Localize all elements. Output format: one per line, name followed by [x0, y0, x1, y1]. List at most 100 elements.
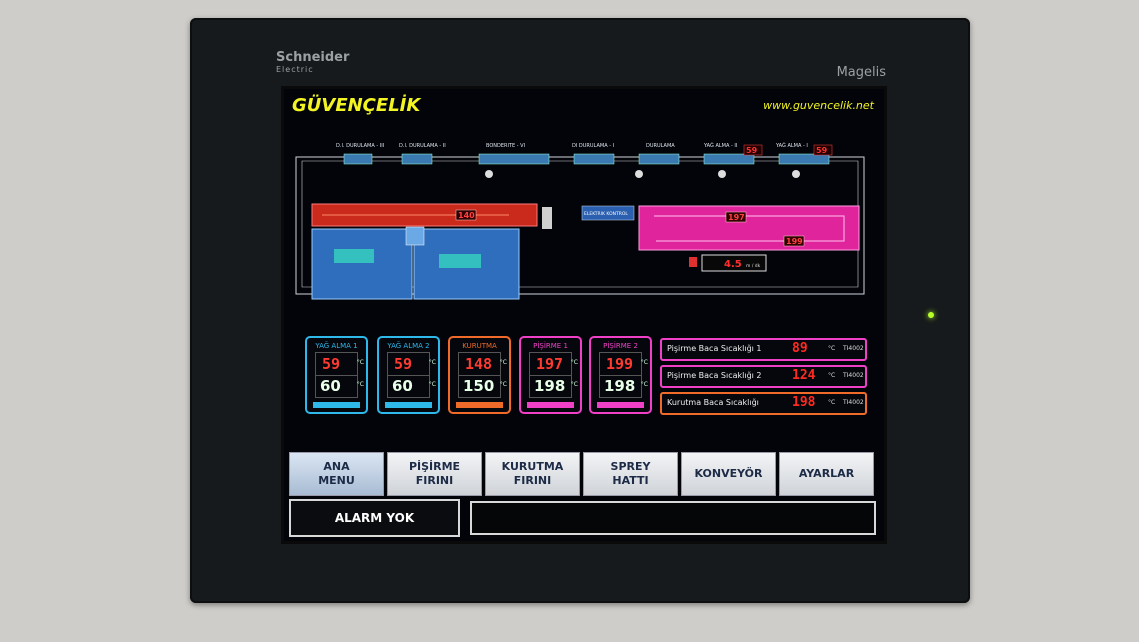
alarm-status[interactable]: ALARM YOK — [289, 499, 460, 537]
stack-temp-unit: °C — [828, 345, 836, 352]
line-label: YAĞ ALMA - I — [775, 142, 808, 149]
temp-box-yag-alma-1[interactable]: YAĞ ALMA 1 59 °C 60 °C — [305, 336, 368, 414]
temp-color-bar — [385, 402, 432, 408]
cabinet-icon — [542, 207, 552, 229]
actual-value: 60 — [392, 377, 413, 395]
pumps — [485, 170, 800, 178]
hmi-screen: GÜVENÇELİK www.guvencelik.net D.I. DURUL… — [281, 86, 887, 544]
temp-box-pisirme-2[interactable]: PİŞİRME 2 199 °C 198 °C — [589, 336, 652, 414]
conveyor-speed-box — [701, 254, 767, 272]
stack-temp-tag: TI4002 — [843, 345, 864, 352]
drying-oven-value: 140 — [458, 211, 475, 220]
actual-value: 60 — [320, 377, 341, 395]
unit-label: °C — [499, 381, 507, 388]
message-bar — [470, 501, 876, 535]
spray-gun-2 — [439, 254, 481, 268]
nav-button-line1: SPREY — [610, 460, 651, 473]
temp-box-pisirme-1[interactable]: PİŞİRME 1 197 °C 198 °C — [519, 336, 582, 414]
unit-label: °C — [356, 359, 364, 366]
setpoint-value: 59 — [394, 355, 413, 373]
tank-7 — [778, 153, 830, 165]
unit-label: °C — [570, 359, 578, 366]
tank-5 — [638, 153, 680, 165]
divider — [530, 375, 571, 376]
temp-box-label: PİŞİRME 2 — [603, 342, 638, 350]
booth-grid — [405, 226, 425, 246]
temp-box-label: PİŞİRME 1 — [533, 342, 568, 350]
spray-gun-1 — [334, 249, 374, 263]
nav-button-ayarlar[interactable]: AYARLAR — [779, 452, 874, 496]
stack-temp-unit: °C — [828, 399, 836, 406]
stack-temp-value: 124 — [792, 368, 816, 383]
temp-box-yag-alma-2[interactable]: YAĞ ALMA 2 59 °C 60 °C — [377, 336, 440, 414]
mini-readout-value: 59 — [746, 146, 758, 155]
stack-temp-value: 89 — [792, 341, 808, 356]
line-label: D.I. DURULAMA - II — [399, 143, 446, 149]
conveyor-speed-value: 4.5 — [724, 259, 742, 270]
electric-panel — [581, 205, 635, 221]
temp-box-label: KURUTMA — [462, 342, 497, 350]
line-label: D.I. DURULAMA - III — [336, 143, 384, 149]
divider — [600, 375, 641, 376]
curing-oven-value-top: 197 — [728, 213, 745, 222]
stack-temp-unit: °C — [828, 372, 836, 379]
stack-temp-label: Kurutma Baca Sıcaklığı — [667, 398, 759, 407]
nav-button-line1: PİŞİRME — [408, 460, 461, 473]
tank-4 — [573, 153, 615, 165]
stack-temp-tag: TI4002 — [843, 372, 864, 379]
pump-icon — [792, 170, 800, 178]
unit-label: °C — [428, 381, 436, 388]
line-label: BONDERITE - VI — [486, 143, 525, 149]
model-name: Magelis — [836, 65, 886, 80]
nav-button-line1: ANA — [323, 460, 350, 473]
stack-temp-pisirme-1[interactable]: Pişirme Baca Sıcaklığı 1 89 °C TI4002 — [660, 338, 867, 361]
line-labels: D.I. DURULAMA - III D.I. DURULAMA - II B… — [336, 142, 808, 149]
line-label: DURULAMA — [646, 143, 675, 149]
setpoint-value: 199 — [606, 355, 634, 373]
conveyor-speed-unit: m / dk — [746, 263, 761, 269]
temp-box-label: YAĞ ALMA 2 — [387, 342, 430, 350]
actual-value: 198 — [604, 377, 636, 395]
temp-color-bar — [527, 402, 574, 408]
electric-panel-label: ELEKTRIK KONTROL — [584, 211, 628, 217]
nav-button-line2: HATTI — [612, 474, 649, 487]
mini-readout — [743, 144, 763, 156]
tank-1 — [343, 153, 373, 165]
pump-icon — [718, 170, 726, 178]
unit-label: °C — [640, 359, 648, 366]
curing-oven-value-bottom: 199 — [786, 237, 803, 246]
curing-oven — [638, 205, 860, 251]
stack-temp-kurutma[interactable]: Kurutma Baca Sıcaklığı 198 °C TI4002 — [660, 392, 867, 415]
setpoint-value: 148 — [465, 355, 493, 373]
temp-box-kurutma[interactable]: KURUTMA 148 °C 150 °C — [448, 336, 511, 414]
stack-temp-tag: TI4002 — [843, 399, 864, 406]
oven-readout — [455, 209, 477, 221]
stack-temp-pisirme-2[interactable]: Pişirme Baca Sıcaklığı 2 124 °C TI4002 — [660, 365, 867, 388]
oven-readout — [783, 235, 805, 247]
temp-readout: 199 °C 198 °C — [599, 352, 648, 398]
temp-readout: 197 °C 198 °C — [529, 352, 578, 398]
brand-sub: Electric — [276, 65, 314, 74]
temp-box-label: YAĞ ALMA 1 — [315, 342, 358, 350]
website-label: www.guvencelik.net — [763, 99, 874, 112]
nav-button-line1: KURUTMA — [501, 460, 564, 473]
spray-booth-1 — [311, 228, 413, 300]
process-diagram: D.I. DURULAMA - III D.I. DURULAMA - II B… — [295, 142, 865, 300]
nav-button-konveyor[interactable]: KONVEYÖR — [681, 452, 776, 496]
brand-name: Schneider — [276, 50, 350, 65]
setpoint-value: 197 — [536, 355, 564, 373]
divider — [459, 375, 500, 376]
temp-readout: 59 °C 60 °C — [315, 352, 364, 398]
oven-readout — [725, 211, 747, 223]
stack-temp-label: Pişirme Baca Sıcaklığı 1 — [667, 344, 762, 353]
power-led-icon — [928, 312, 934, 318]
temp-color-bar — [456, 402, 503, 408]
page-title: GÜVENÇELİK — [292, 95, 421, 116]
stack-temp-value: 198 — [792, 395, 816, 410]
line-label: DI DURULAMA - I — [572, 143, 614, 149]
brand-logo: Schneider Electric — [276, 50, 350, 76]
